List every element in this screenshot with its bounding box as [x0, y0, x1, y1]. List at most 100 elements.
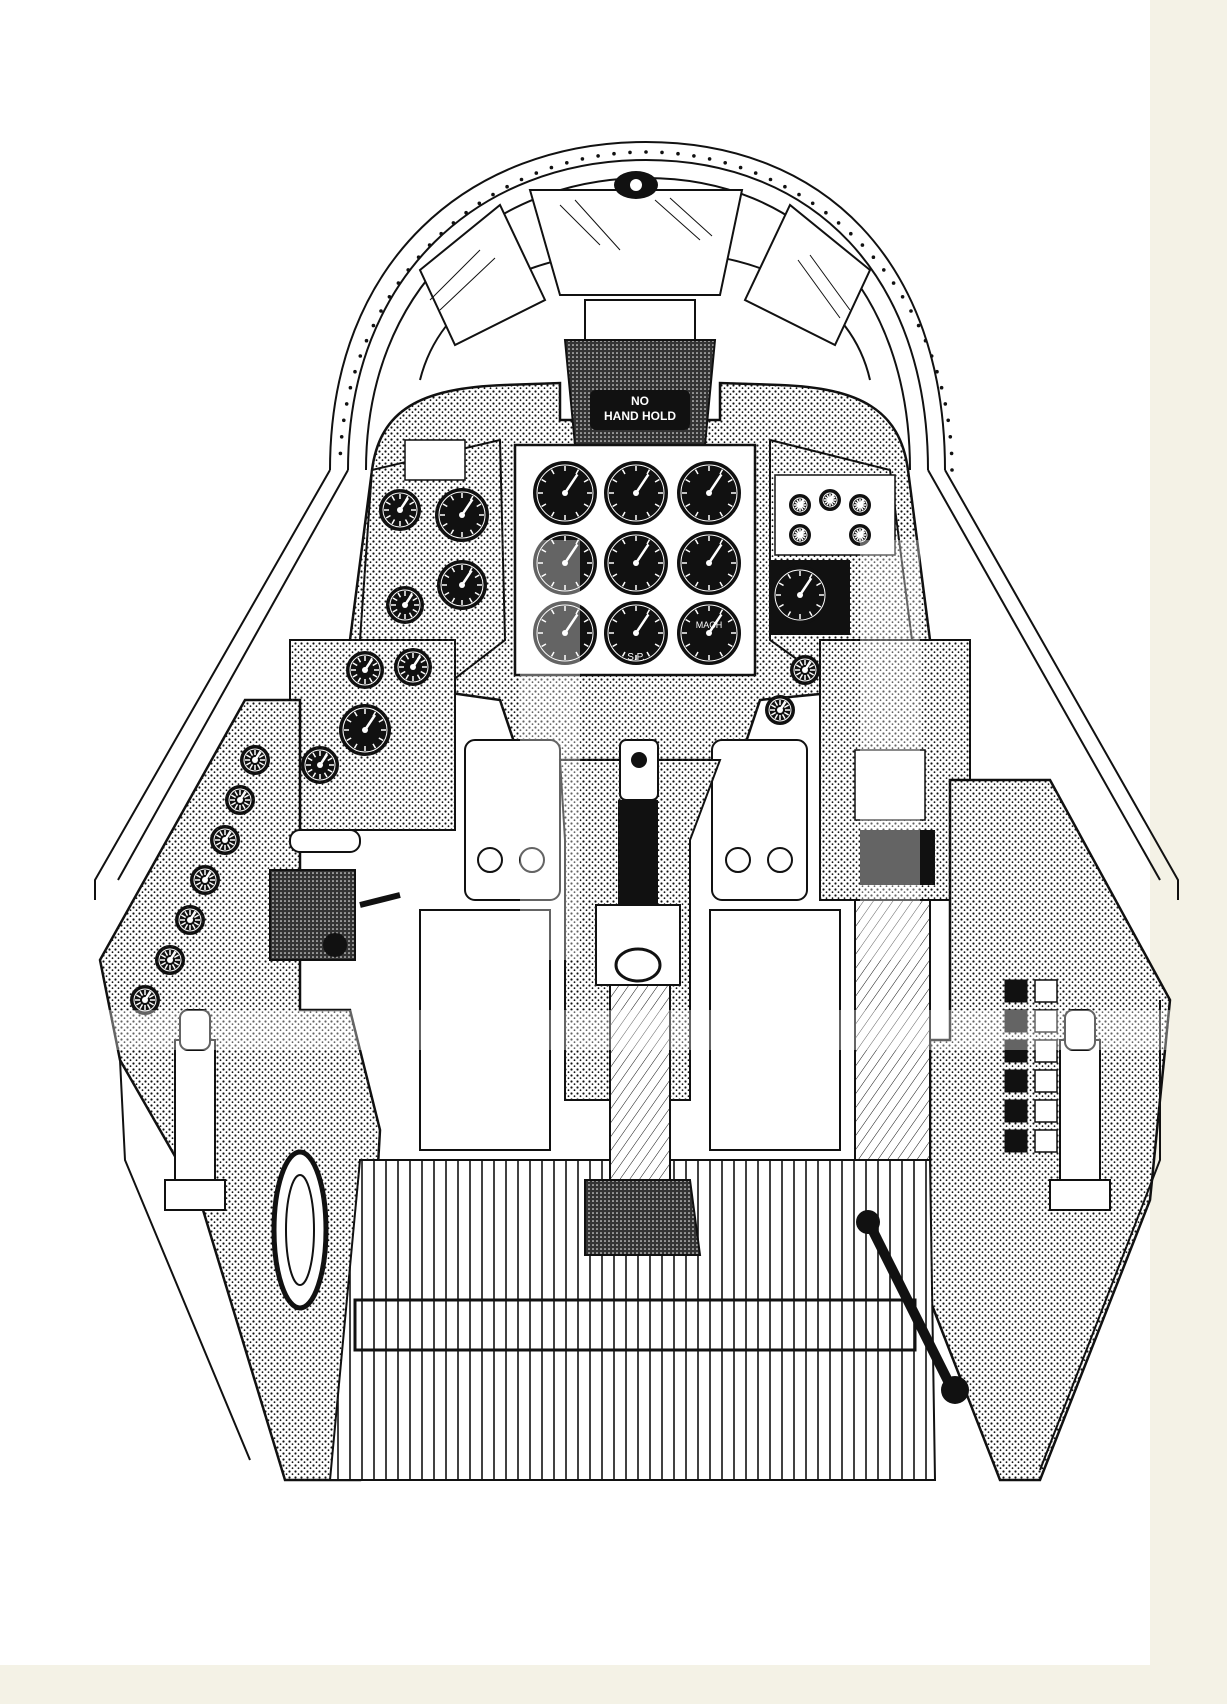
rivet — [464, 210, 468, 215]
console-switch — [1034, 1129, 1058, 1153]
console-dial — [210, 825, 240, 855]
airspeed-label: S.P. — [627, 652, 645, 663]
mach-label: MACH — [696, 620, 723, 630]
standby-compass — [614, 171, 658, 199]
rivet — [916, 323, 921, 328]
rivet — [612, 151, 616, 156]
console-switch — [1034, 979, 1058, 1003]
rivet — [491, 192, 495, 197]
rivet — [338, 451, 343, 456]
rivet — [783, 184, 787, 189]
rivet — [628, 150, 632, 155]
rivet — [810, 201, 815, 206]
rivet — [935, 369, 939, 374]
rivet — [948, 435, 953, 439]
right-console-switches — [1004, 979, 1058, 1153]
rivet — [949, 451, 954, 456]
console-switch — [1034, 1069, 1058, 1093]
rivet — [477, 201, 482, 206]
system-gauge — [789, 524, 811, 546]
emergency-lever — [856, 1210, 969, 1404]
console-switch — [1034, 1039, 1058, 1063]
rivet — [660, 150, 664, 155]
rivet — [797, 192, 801, 197]
rivet — [416, 255, 421, 259]
rivet — [950, 468, 954, 472]
rivet — [364, 338, 369, 343]
engine-gauge — [301, 746, 339, 784]
rivet — [939, 385, 944, 390]
engine-gauge — [346, 651, 384, 689]
rivet — [860, 243, 865, 247]
console-dial — [155, 945, 185, 975]
flight-gauge — [604, 601, 668, 665]
system-gauge — [790, 655, 820, 685]
rivet — [676, 151, 680, 156]
rivet — [768, 177, 773, 182]
engine-gauge — [437, 560, 487, 610]
rivet — [339, 435, 344, 439]
engine-gauge — [339, 704, 391, 756]
flight-gauge — [604, 461, 668, 525]
left-console-dials — [130, 745, 270, 1015]
rivet — [549, 165, 554, 170]
console-switch — [1034, 1099, 1058, 1123]
canopy-glass-hatching — [429, 197, 851, 319]
rivet — [353, 369, 357, 374]
console-switch — [1004, 1039, 1028, 1063]
cockpit-side-walls — [94, 469, 1179, 900]
rivet — [519, 177, 524, 182]
left-canopy-jack — [164, 1009, 226, 1211]
rivet — [344, 402, 349, 406]
console-dial — [130, 985, 160, 1015]
rivet — [427, 243, 432, 247]
rivet — [707, 157, 712, 161]
left-panel-gauges — [301, 488, 489, 784]
canopy-glass — [418, 189, 872, 347]
console-switch — [1034, 1009, 1058, 1033]
rivet — [596, 154, 600, 158]
console-dial — [225, 785, 255, 815]
rivet — [824, 210, 828, 215]
flight-gauge — [533, 601, 597, 665]
right-canopy-jack — [1049, 1009, 1111, 1211]
flight-gauge — [533, 461, 597, 525]
placard-hand-hold: HAND HOLD — [604, 409, 676, 423]
flight-gauge — [677, 461, 741, 525]
console-switch — [1004, 1009, 1028, 1033]
main-flight-gauges — [533, 461, 741, 665]
rivet — [753, 171, 758, 175]
flight-gauge — [533, 531, 597, 595]
rivet — [534, 171, 539, 175]
rivet — [929, 354, 934, 358]
system-gauge — [849, 494, 871, 516]
rivet — [371, 323, 376, 328]
rivet — [871, 255, 876, 259]
rivet — [900, 295, 905, 299]
engine-gauge — [386, 586, 424, 624]
rivet — [723, 161, 727, 165]
canopy-rivets — [338, 150, 954, 472]
rivet — [849, 231, 853, 236]
throttle-quadrant — [269, 829, 401, 961]
rivet — [406, 268, 411, 272]
rivet — [882, 268, 886, 272]
paper-edge-bottom — [0, 1665, 1227, 1704]
rivet — [909, 309, 913, 313]
console-switch — [1004, 1099, 1028, 1123]
engine-gauge — [435, 488, 489, 542]
console-dial — [240, 745, 270, 775]
rivet — [505, 184, 509, 189]
watermark-band — [100, 540, 1170, 1050]
floor-step — [353, 1298, 917, 1352]
system-gauge — [819, 489, 841, 511]
rivet — [891, 281, 896, 285]
system-gauge — [849, 524, 871, 546]
rivet — [396, 281, 401, 285]
rivet — [439, 231, 444, 236]
flight-gauge — [677, 531, 741, 595]
rivet — [580, 157, 585, 161]
console-dial — [190, 865, 220, 895]
rivet — [387, 295, 392, 299]
